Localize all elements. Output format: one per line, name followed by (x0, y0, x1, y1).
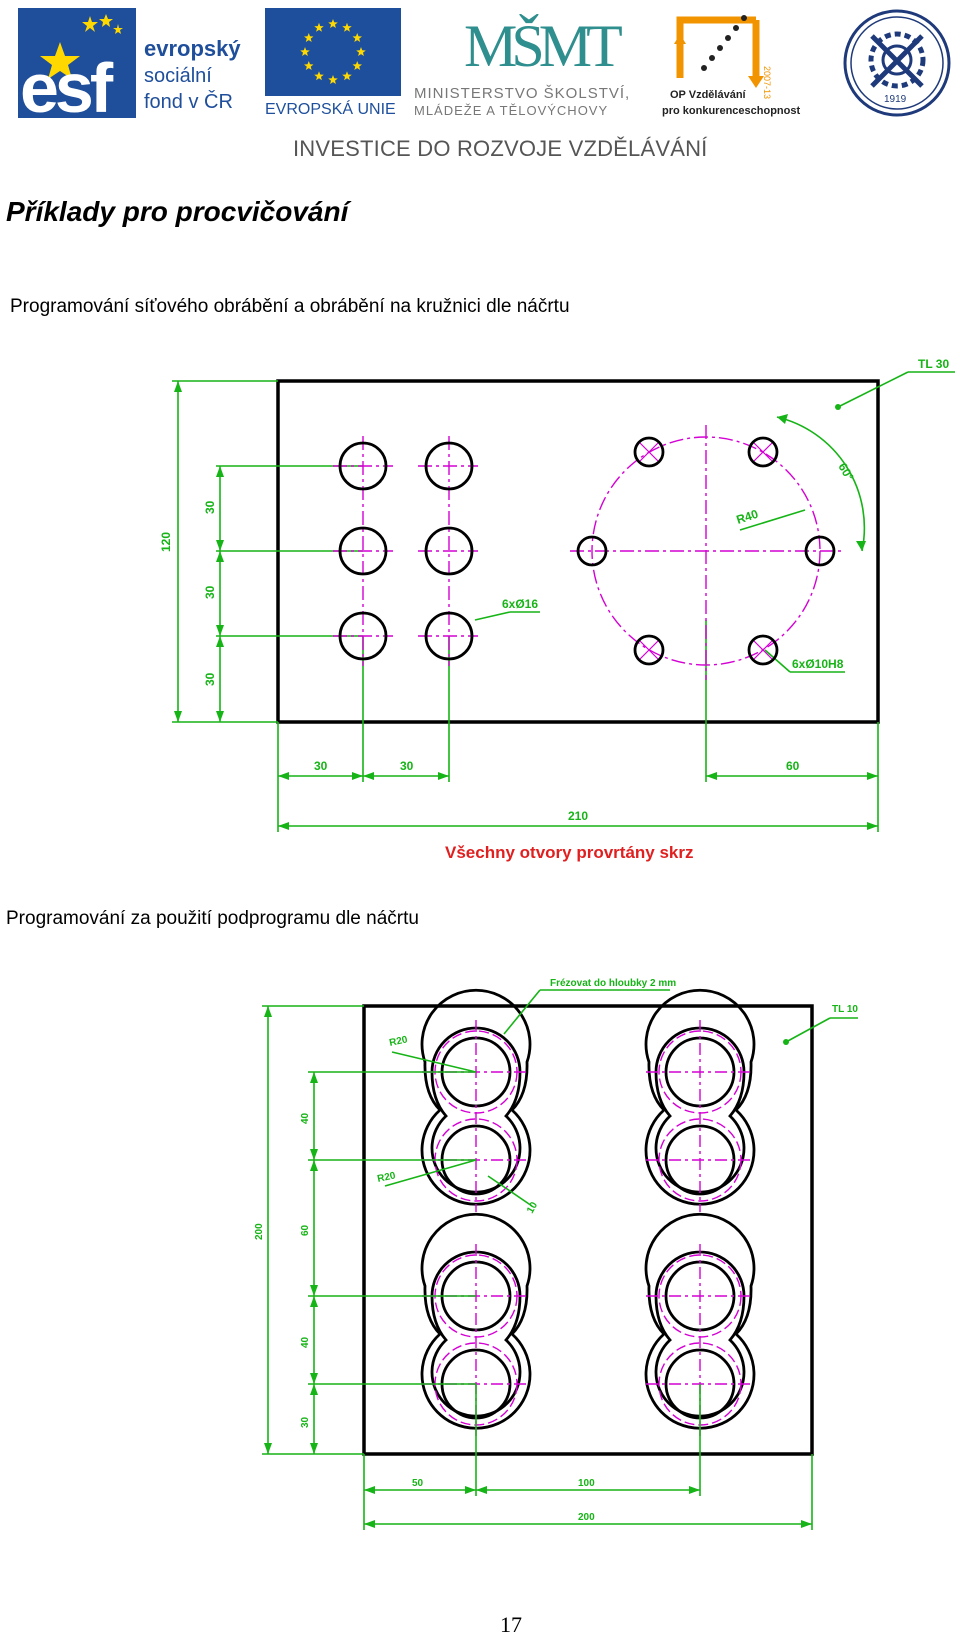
dim2-h-2: 100 (578, 1478, 595, 1489)
part-outline-2 (362, 1004, 814, 1456)
hole-callout: 6xØ16 (502, 597, 538, 611)
op-logo-icon: 2007-13 OP Vzdělávání pro konkurencescho… (662, 15, 800, 117)
eu-star-icon (328, 75, 338, 84)
dim2-total-width: 200 (578, 1512, 595, 1523)
radius-mid-label: R20 (376, 1170, 397, 1185)
eu-star-icon (342, 22, 352, 32)
dim-h-2: 30 (400, 759, 414, 773)
tool-path (422, 1020, 754, 1436)
msmt-line-1: MINISTERSTVO ŠKOLSTVÍ, (414, 85, 630, 102)
groove-outlines (420, 988, 756, 1430)
dim2-total-height: 200 (254, 1223, 265, 1240)
radius-top-label: R20 (388, 1034, 409, 1049)
dim2-v-3: 40 (300, 1336, 311, 1348)
university-seal-icon: 1919 (843, 9, 951, 117)
dim2-v-2: 60 (300, 1224, 311, 1236)
eu-star-icon (314, 22, 324, 32)
dimension-lines-2 (262, 989, 858, 1530)
investice-tagline: INVESTICE DO ROZVOJE VZDĚLÁVÁNÍ (293, 136, 708, 161)
dimension-lines (172, 371, 955, 832)
esf-line-1: evropský (144, 36, 241, 61)
eu-star-icon (304, 61, 314, 70)
esf-mark: esf (20, 49, 114, 118)
grid-holes (338, 441, 474, 661)
dim-total-height: 120 (160, 532, 173, 552)
exercise-1-subtitle: Programování síťového obrábění a obráběn… (10, 296, 570, 317)
dim2-h-1: 50 (412, 1478, 424, 1489)
dim-h-1: 30 (314, 759, 328, 773)
circle-hole-callout: 6xØ10H8 (792, 657, 844, 671)
drawing-subprogram: Frézovat do hloubky 2 mm TL 10 R20 R20 1… (254, 978, 858, 1530)
dim-v-2: 30 (203, 585, 217, 599)
msmt-line-2: MLÁDEŽE A TĚLOVÝCHOVY (414, 103, 608, 118)
page-title: Příklady pro procvičování (6, 196, 349, 227)
eu-star-icon (352, 61, 362, 70)
msmt-mark: MŠMT (464, 13, 622, 79)
dim-h-3: 60 (786, 759, 800, 773)
msmt-logo-icon: MŠMT MINISTERSTVO ŠKOLSTVÍ, MLÁDEŽE A TĚ… (414, 13, 630, 118)
eu-label: EVROPSKÁ UNIE (265, 99, 396, 118)
page-number: 17 (500, 1612, 522, 1637)
drill-through-note: Všechny otvory provrtány skrz (445, 843, 693, 862)
esf-line-3: fond v ČR (144, 90, 233, 113)
tl-label-2: TL 10 (832, 1004, 858, 1015)
radius-label: R40 (735, 507, 761, 527)
dim2-v-4: 30 (300, 1416, 311, 1428)
center-lines (333, 425, 842, 680)
eu-star-icon (328, 19, 338, 28)
dim-total-width: 210 (568, 809, 588, 823)
eu-star-icon (304, 33, 314, 42)
eu-star-icon (342, 71, 352, 81)
dim-v-3: 30 (203, 672, 217, 686)
seal-year: 1919 (884, 94, 907, 105)
dim-v-1: 30 (203, 500, 217, 514)
eu-star-icon (356, 47, 366, 56)
eu-star-icon (314, 71, 324, 81)
op-line-1: OP Vzdělávání (670, 89, 747, 101)
eu-flag-icon: EVROPSKÁ UNIE (265, 8, 401, 118)
logo-bar: esf evropský sociální fond v ČR EVROPSKÁ… (0, 0, 960, 170)
esf-logo-icon: esf evropský sociální fond v ČR (18, 8, 241, 118)
tl-label: TL 30 (918, 357, 949, 371)
groove-width-label: 10 (525, 1200, 540, 1216)
op-years: 2007-13 (762, 66, 772, 99)
dim2-v-1: 40 (300, 1112, 311, 1124)
circle-holes (576, 436, 836, 666)
exercise-2-subtitle: Programování za použití podprogramu dle … (6, 908, 419, 929)
milling-note: Frézovat do hloubky 2 mm (550, 978, 676, 989)
op-line-2: pro konkurenceschopnost (662, 105, 800, 117)
eu-star-icon (300, 47, 310, 56)
drawing-grid-and-circle: TL 30 120 30 30 30 30 30 60 210 6xØ16 6x… (160, 357, 955, 862)
eu-star-icon (352, 33, 362, 42)
esf-line-2: sociální (144, 65, 212, 87)
